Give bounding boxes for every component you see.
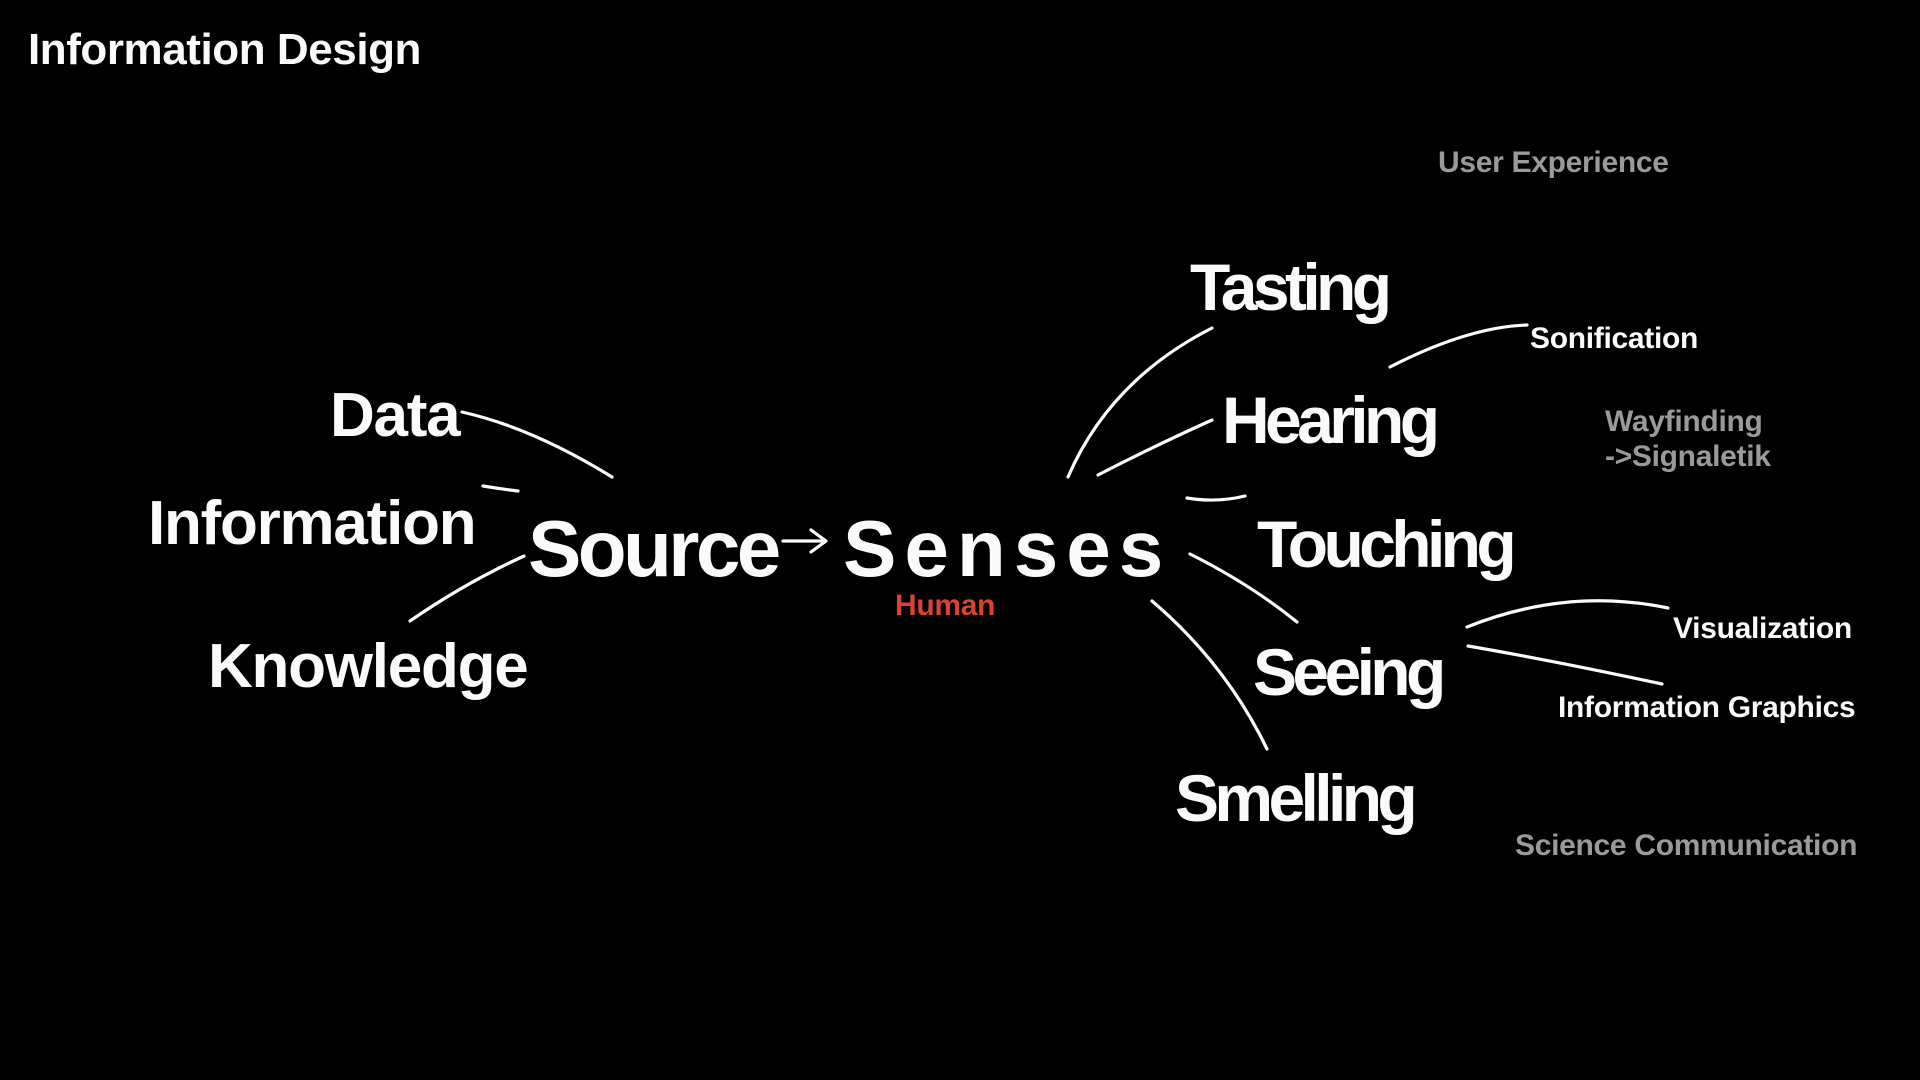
- edge-senses-hearing: [1096, 418, 1214, 477]
- node-human-sublabel: Human: [895, 589, 996, 622]
- node-hearing: Hearing: [1222, 383, 1440, 457]
- edge-senses-touching: [1185, 494, 1247, 502]
- edge-seeing-visualization: [1465, 599, 1670, 629]
- node-information: Information: [148, 489, 477, 558]
- node-visualization: Visualization: [1673, 612, 1852, 645]
- edge-senses-seeing: [1188, 552, 1299, 624]
- edge-senses-tasting: [1066, 326, 1214, 479]
- node-user-experience: User Experience: [1438, 146, 1669, 179]
- edge-hearing-sonification: [1388, 323, 1529, 369]
- node-wayfinding-signaletik: Wayfinding ->Signaletik: [1605, 405, 1771, 473]
- node-tasting: Tasting: [1190, 250, 1392, 324]
- edge-seeing-infographics: [1466, 644, 1664, 686]
- edge-knowledge-source: [408, 554, 526, 623]
- node-science-communication: Science Communication: [1515, 829, 1858, 862]
- node-seeing: Seeing: [1253, 635, 1446, 709]
- edge-data-source: [460, 410, 614, 479]
- node-knowledge: Knowledge: [208, 632, 529, 701]
- node-information-graphics: Information Graphics: [1558, 691, 1856, 724]
- edge-source-senses-arrow: [781, 528, 828, 554]
- node-sonification: Sonification: [1530, 322, 1699, 355]
- edge-information-source: [481, 484, 520, 493]
- page-title: Information Design: [28, 25, 421, 74]
- node-data: Data: [330, 381, 461, 450]
- node-senses: Senses: [843, 504, 1172, 593]
- node-smelling: Smelling: [1175, 761, 1418, 835]
- node-touching: Touching: [1257, 507, 1517, 581]
- node-source: Source: [528, 504, 781, 593]
- edge-senses-smelling: [1150, 599, 1269, 751]
